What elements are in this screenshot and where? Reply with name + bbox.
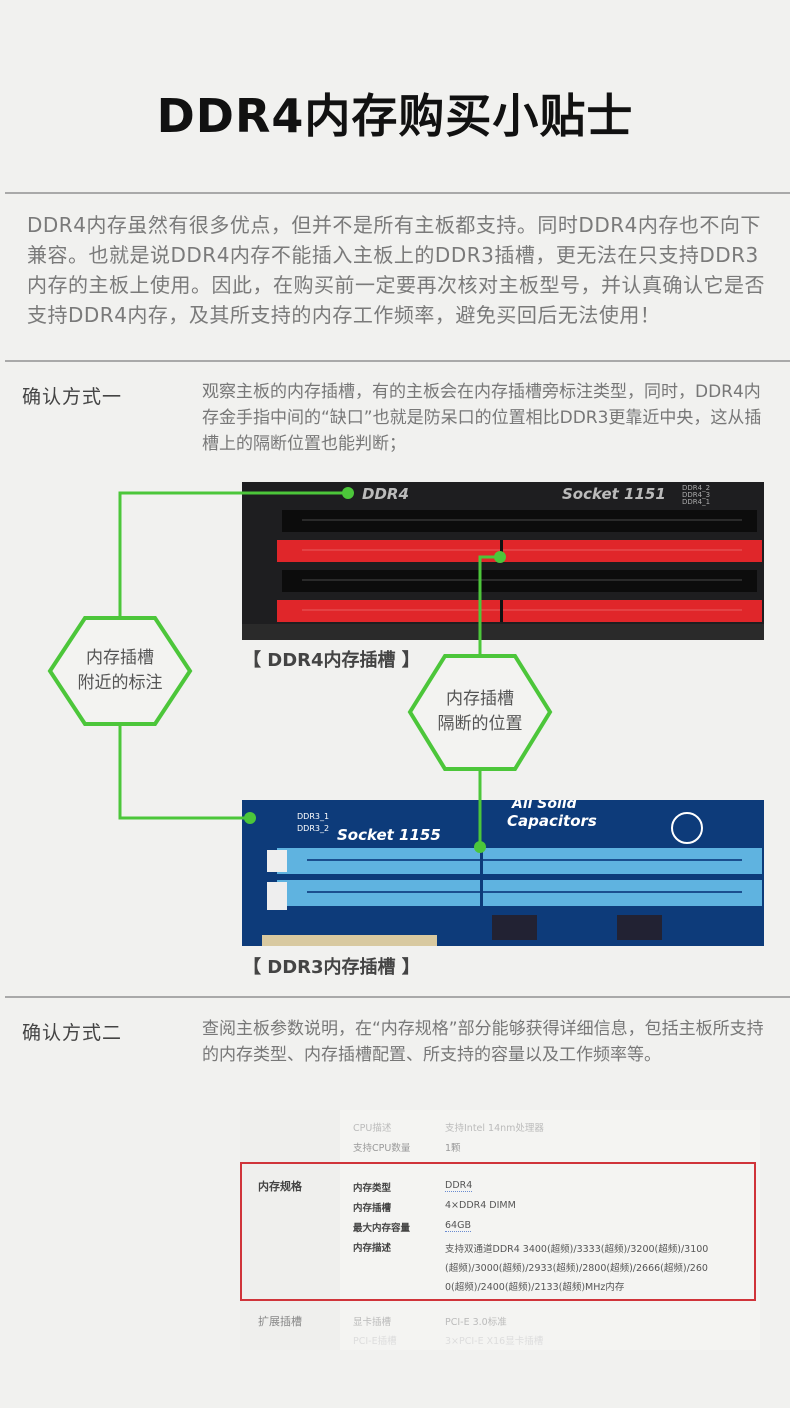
method2-label: 确认方式二 (22, 1022, 123, 1044)
spec-value: 64GB (445, 1220, 471, 1232)
spec-value: DDR4 (445, 1180, 473, 1192)
socket-label: Socket 1151 (562, 485, 666, 503)
method1-label: 确认方式一 (22, 386, 123, 408)
socket-label: Socket 1155 (337, 826, 441, 844)
slot-label: DDR4_3 (682, 491, 710, 499)
spec-value: 4×DDR4 DIMM (445, 1200, 516, 1211)
spec-key: 显卡插槽 (353, 1317, 392, 1328)
slot-label: DDR4_2 (682, 484, 710, 492)
callout-line: 内存插槽 (86, 648, 154, 668)
callout-slot-divider: 内存插槽 隔断的位置 (420, 687, 540, 737)
spec-value: 支持双通道DDR4 3400(超频)/3333(超频)/3200(超频)/310… (445, 1244, 709, 1293)
memory-spec-highlight (240, 1162, 756, 1301)
slot-label: DDR3_2 (297, 824, 329, 833)
divider (5, 996, 790, 998)
spec-key: CPU描述 (353, 1123, 392, 1134)
spec-value: 1颗 (445, 1143, 461, 1154)
method2-desc: 查阅主板参数说明，在“内存规格”部分能够获得详细信息，包括主板所支持的内存类型、… (202, 1019, 764, 1065)
spec-table: CPU描述 支持Intel 14nm处理器 支持CPU数量 1颗 内存规格 内存… (240, 1110, 760, 1350)
spec-section: 内存规格 (258, 1180, 302, 1193)
spec-key: 内存插槽 (353, 1203, 392, 1214)
spec-key: 内存类型 (353, 1183, 392, 1194)
callout-line: 附近的标注 (77, 673, 163, 693)
callout-line: 隔断的位置 (437, 714, 523, 734)
board-text: All Solid (511, 800, 578, 812)
ddr3-slot-photo: DDR3_1 DDR3_2 Socket 1155 All Solid Capa… (242, 800, 764, 946)
spec-value: PCI-E 3.0标准 (445, 1317, 507, 1328)
spec-key: 最大内存容量 (353, 1223, 411, 1234)
divider (5, 192, 790, 194)
ddr4-caption: 【 DDR4内存插槽 】 (243, 650, 420, 671)
divider (5, 360, 790, 362)
ddr4-slot-photo: DDR4 Socket 1151 DDR4_2 DDR4_3 DDR4_1 (242, 482, 764, 640)
ddr4-board-label: DDR4 (362, 485, 409, 503)
callout-slot-label: 内存插槽 附近的标注 (60, 646, 180, 696)
method1-desc: 观察主板的内存插槽，有的主板会在内存插槽旁标注类型，同时，DDR4内存金手指中间… (202, 382, 762, 454)
intro-paragraph: DDR4内存虽然有很多优点，但并不是所有主板都支持。同时DDR4内存也不向下兼容… (27, 213, 765, 327)
slot-label: DDR4_1 (682, 498, 710, 506)
ddr3-caption: 【 DDR3内存插槽 】 (243, 957, 420, 978)
spec-key: 支持CPU数量 (353, 1143, 411, 1154)
spec-key: 内存描述 (353, 1243, 392, 1254)
spec-section: 扩展插槽 (258, 1315, 302, 1328)
callout-line: 内存插槽 (446, 689, 514, 709)
slot-label: DDR3_1 (297, 812, 329, 821)
spec-value: 3×PCI-E X16显卡插槽 (445, 1336, 544, 1347)
board-text: Capacitors (507, 812, 597, 830)
spec-key: PCI-E插槽 (353, 1336, 397, 1347)
spec-value: 支持Intel 14nm处理器 (445, 1123, 544, 1134)
page-title: DDR4内存购买小贴士 (156, 89, 634, 143)
